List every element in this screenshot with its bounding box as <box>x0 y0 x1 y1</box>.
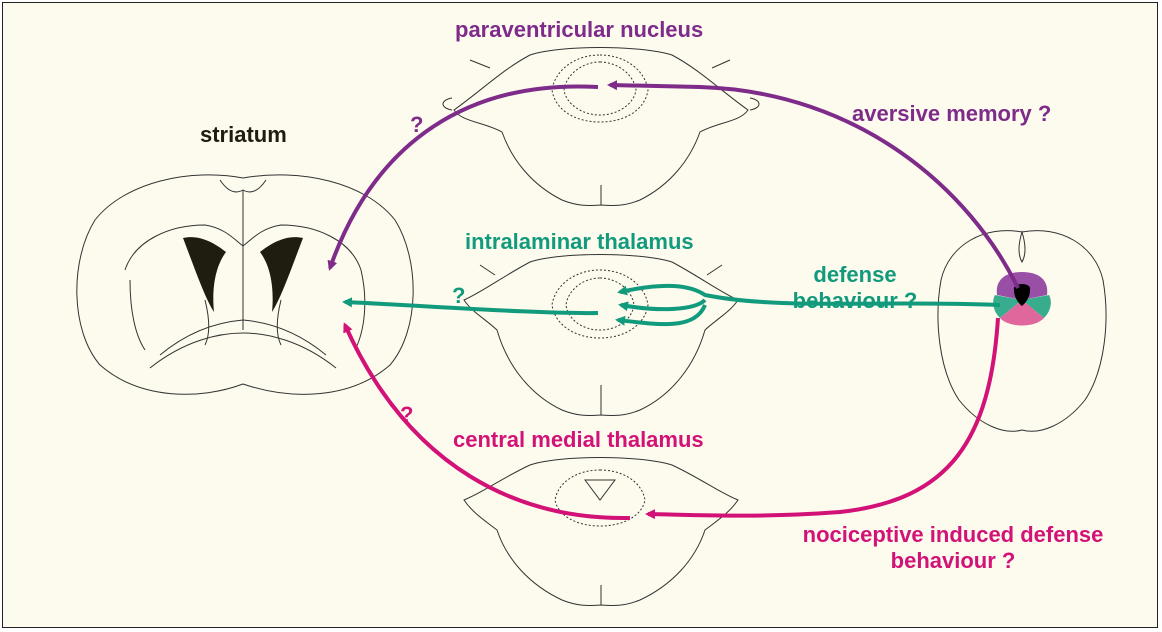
striatum-label: striatum <box>200 123 287 147</box>
nociceptive-label-line2: behaviour ? <box>758 549 1148 573</box>
nociceptive-arrow <box>648 318 998 516</box>
aversive-memory-label: aversive memory ? <box>852 102 1051 126</box>
intralaminar-to-striatum-arrow <box>345 302 598 313</box>
intralaminar-label: intralaminar thalamus <box>465 230 694 254</box>
pag-columns <box>993 272 1051 326</box>
question-purple: ? <box>410 113 423 137</box>
defense-behaviour-arrow-2 <box>621 300 705 309</box>
central-medial-section <box>464 458 738 606</box>
cm-to-striatum-arrow <box>345 325 630 518</box>
question-green: ? <box>452 284 465 308</box>
central-medial-label: central medial thalamus <box>453 428 704 452</box>
left-lateral-ventricle <box>183 237 226 312</box>
defense-label-line2: behaviour ? <box>780 289 930 313</box>
defense-label-line1: defense <box>780 263 930 287</box>
intralaminar-section <box>464 255 738 416</box>
paraventricular-label: paraventricular nucleus <box>455 18 703 42</box>
paraventricular-section <box>443 48 759 206</box>
nociceptive-label-line1: nociceptive induced defense <box>758 523 1148 547</box>
question-magenta: ? <box>400 403 413 427</box>
right-lateral-ventricle <box>260 237 303 312</box>
pag-section <box>938 231 1106 432</box>
